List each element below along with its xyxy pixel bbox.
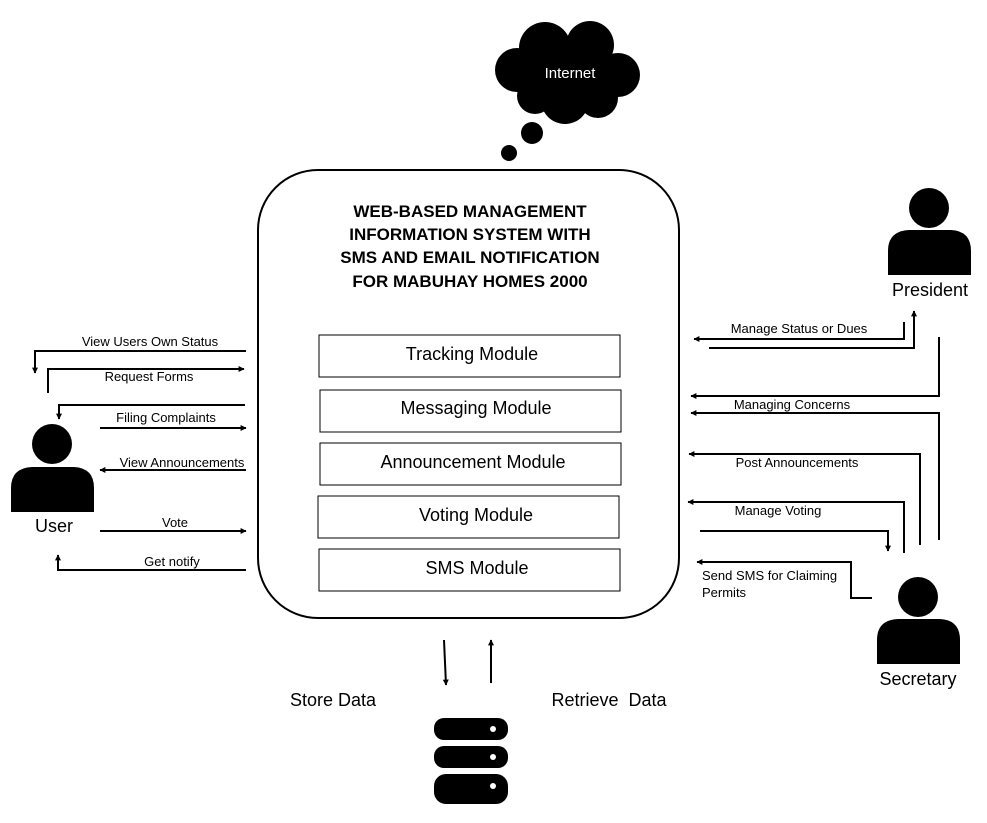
- system-title-line: WEB-BASED MANAGEMENT: [353, 202, 587, 221]
- module-label: Voting Module: [419, 505, 533, 525]
- president-label: President: [892, 280, 968, 300]
- user-flow-request-forms: Request Forms: [47, 366, 245, 393]
- flow-label: View Announcements: [120, 455, 245, 470]
- database-icon: [434, 718, 508, 804]
- flow-label: Post Announcements: [736, 455, 859, 470]
- flow-label: Manage Status or Dues: [731, 321, 868, 336]
- thought-bubble-small: [501, 145, 517, 161]
- retrieve-data-label: Retrieve Data: [551, 690, 667, 710]
- internet-cloud: Internet: [495, 21, 640, 161]
- thought-bubble-large: [521, 122, 543, 144]
- system-title-line: FOR MABUHAY HOMES 2000: [352, 272, 587, 291]
- user-flow-view-status: View Users Own Status: [32, 334, 246, 374]
- secretary-actor-icon: [877, 577, 960, 664]
- staff-flow-manage-voting: Manage Voting: [687, 499, 905, 553]
- staff-flow-manage-voting-return: [700, 530, 891, 552]
- user-actor-icon: [11, 424, 94, 512]
- user-label: User: [35, 516, 73, 536]
- module-label: SMS Module: [425, 558, 528, 578]
- user-flow-vote: Vote: [100, 515, 247, 534]
- module-voting: Voting Module: [317, 495, 620, 539]
- president-actor-icon: [888, 188, 971, 275]
- internet-label: Internet: [545, 65, 597, 82]
- secretary-label: Secretary: [879, 669, 956, 689]
- store-data-label: Store Data: [290, 690, 377, 710]
- module-announcement: Announcement Module: [319, 442, 622, 486]
- module-tracking: Tracking Module: [318, 334, 621, 378]
- module-label: Announcement Module: [380, 452, 565, 472]
- staff-flow-managing-concerns: Managing Concerns: [690, 397, 940, 540]
- user-flow-get-notify: Get notify: [55, 554, 246, 571]
- module-sms: SMS Module: [318, 548, 621, 592]
- user-flow-view-announcements: View Announcements: [99, 455, 246, 473]
- flow-label: Request Forms: [105, 369, 194, 384]
- flow-label: View Users Own Status: [82, 334, 219, 349]
- staff-flow-managing-concerns-president: [690, 337, 940, 399]
- flow-label: Manage Voting: [735, 503, 822, 518]
- store-data-arrow: [442, 639, 449, 686]
- module-messaging: Messaging Module: [319, 389, 622, 433]
- module-label: Tracking Module: [406, 344, 538, 364]
- module-label: Messaging Module: [400, 398, 551, 418]
- staff-flow-manage-status: Manage Status or Dues: [693, 321, 905, 342]
- flow-label: Vote: [162, 515, 188, 530]
- system-title-line: INFORMATION SYSTEM WITH: [349, 225, 590, 244]
- flow-label: Get notify: [144, 554, 200, 569]
- user-flow-filing-complaints: Filing Complaints: [100, 410, 247, 431]
- flow-label: Permits: [702, 585, 747, 600]
- staff-flow-send-sms: Send SMS for Claiming Permits: [696, 559, 872, 600]
- flow-label: Managing Concerns: [734, 397, 851, 412]
- staff-flow-post-announcements: Post Announcements: [688, 451, 921, 545]
- system-title: WEB-BASED MANAGEMENT INFORMATION SYSTEM …: [340, 202, 599, 291]
- flow-label: Filing Complaints: [116, 410, 216, 425]
- system-title-line: SMS AND EMAIL NOTIFICATION: [340, 248, 599, 267]
- user-flow-filing-complaints-return: [56, 404, 245, 420]
- flow-label: Send SMS for Claiming: [702, 568, 837, 583]
- staff-flow-manage-status-return: [709, 310, 917, 349]
